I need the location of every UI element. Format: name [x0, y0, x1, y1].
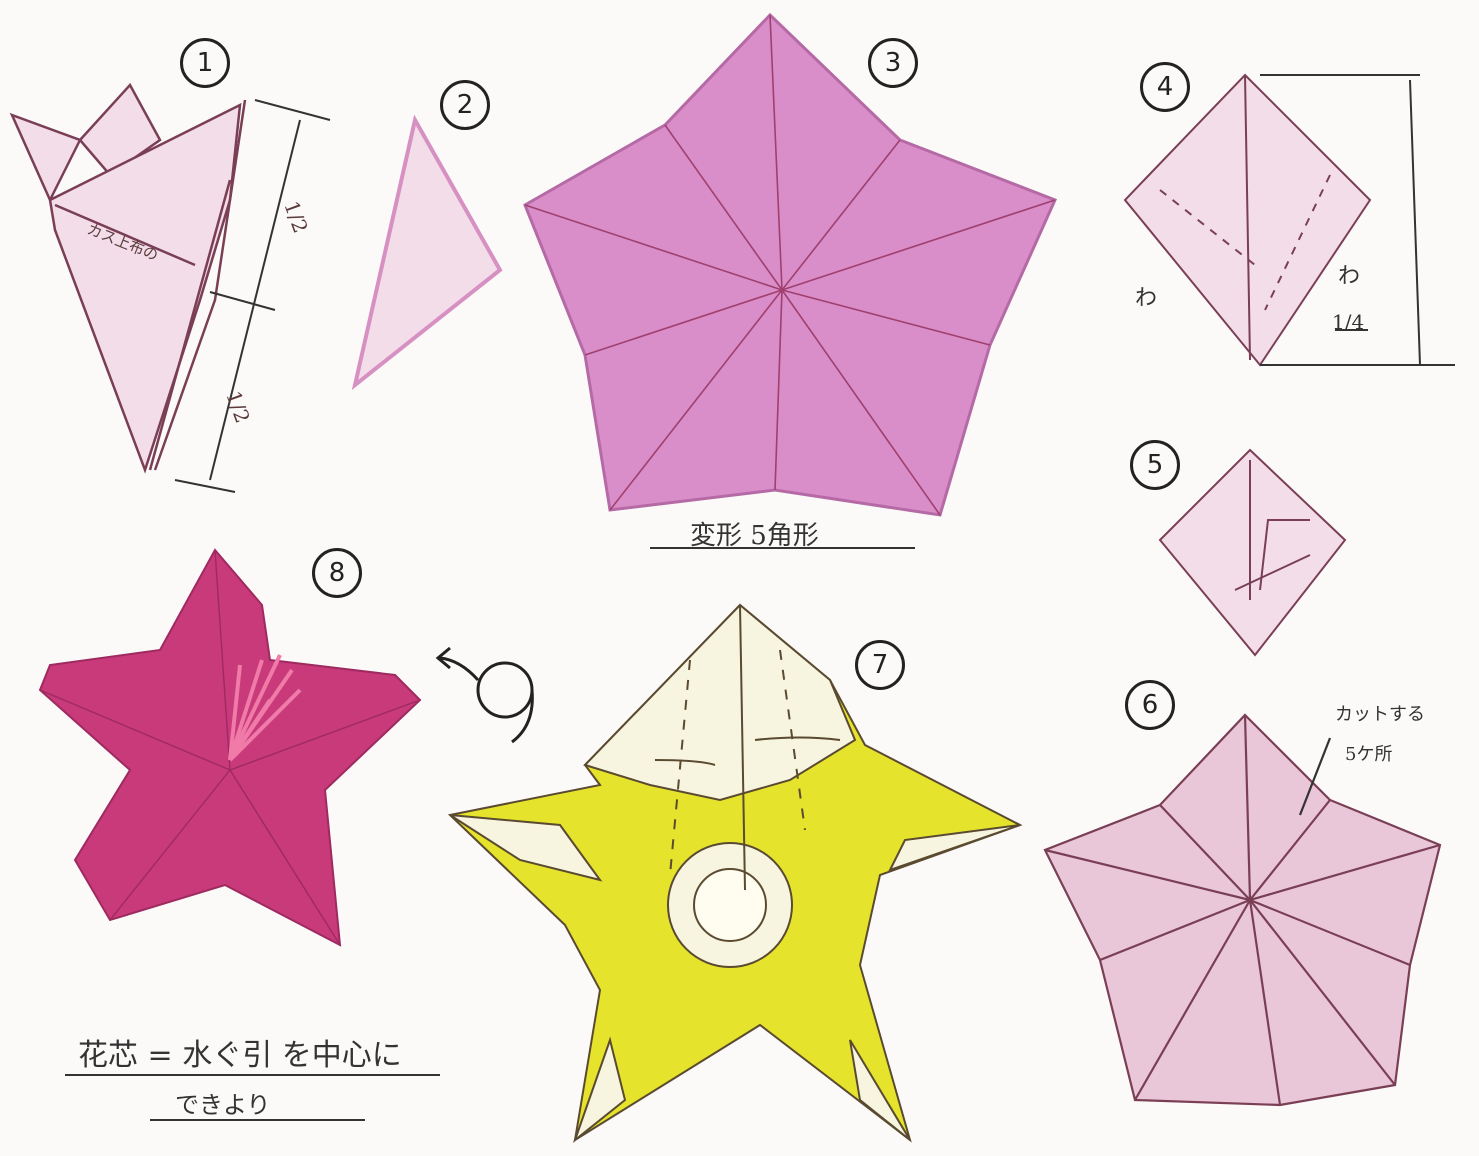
step6-cut-note-line2: 5ケ所 — [1345, 740, 1392, 766]
step8-caption-line1: 花芯 = 水ぐ引 を中心に — [78, 1030, 402, 1074]
step5-figure — [1160, 450, 1345, 655]
rotate-arrow-icon — [438, 648, 532, 742]
step-number-2: 2 — [440, 80, 490, 130]
step2-figure — [355, 120, 500, 385]
step-number-7: 7 — [855, 640, 905, 690]
step4-label-right: わ — [1338, 258, 1360, 290]
step6-figure — [1045, 715, 1440, 1105]
step-number-4: 4 — [1140, 62, 1190, 112]
step3-caption: 変形 5角形 — [690, 515, 819, 552]
step8-figure — [40, 550, 420, 945]
step7-figure — [450, 605, 1020, 1140]
step8-caption-line2: できより — [175, 1085, 271, 1120]
step-number-8: 8 — [312, 548, 362, 598]
step3-figure — [525, 15, 1055, 515]
step6-cut-note-line1: カットする — [1335, 700, 1425, 726]
step4-fraction: 1/4 — [1332, 310, 1364, 334]
step-number-5: 5 — [1130, 440, 1180, 490]
step-number-3: 3 — [868, 38, 918, 88]
step4-figure — [1125, 75, 1455, 365]
step-number-6: 6 — [1125, 680, 1175, 730]
step4-label-left: わ — [1135, 280, 1157, 312]
step-number-1: 1 — [180, 38, 230, 88]
step1-figure — [12, 85, 245, 470]
